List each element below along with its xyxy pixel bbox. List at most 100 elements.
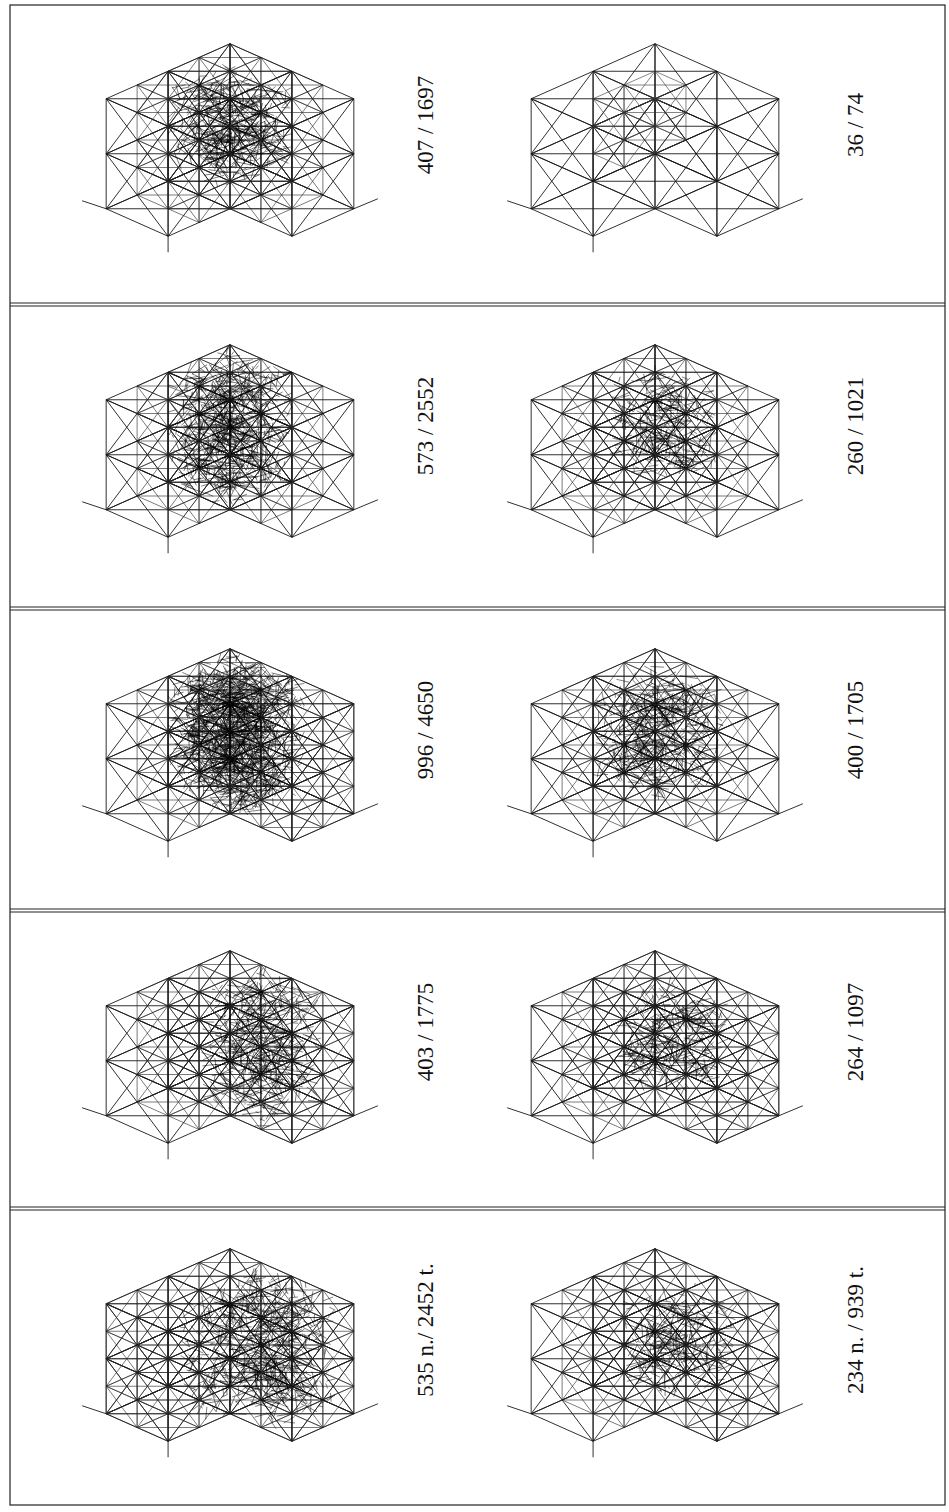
mesh-refinement bbox=[187, 90, 206, 93]
mesh-refinement bbox=[285, 393, 292, 396]
mesh-edge bbox=[292, 400, 323, 441]
mesh-refinement bbox=[266, 437, 276, 442]
mesh-edge bbox=[779, 199, 803, 209]
mesh-edge bbox=[261, 209, 292, 223]
mesh-edge bbox=[199, 209, 230, 223]
mesh-edge bbox=[82, 502, 106, 510]
mesh-edge bbox=[292, 510, 354, 538]
mesh-edge bbox=[593, 44, 655, 72]
mesh-edge bbox=[531, 71, 593, 99]
mesh-refinement bbox=[264, 431, 265, 435]
mesh-edge bbox=[82, 201, 106, 209]
mesh-edge bbox=[624, 71, 655, 112]
mesh-refinement bbox=[281, 107, 290, 108]
mesh-refinement bbox=[213, 71, 216, 77]
mesh-edge bbox=[655, 154, 717, 182]
mesh-refinement bbox=[270, 103, 271, 107]
mesh-refinement bbox=[285, 88, 291, 91]
mesh-edge bbox=[717, 126, 779, 209]
mesh-edge bbox=[593, 209, 655, 237]
mesh-refinement bbox=[246, 403, 249, 405]
mesh-refinement bbox=[192, 394, 212, 403]
mesh-refinement bbox=[175, 144, 179, 152]
mesh-refinement bbox=[235, 153, 237, 157]
mesh-edge bbox=[106, 510, 168, 538]
mesh-refinement bbox=[176, 441, 180, 451]
mesh-refinement bbox=[189, 139, 198, 143]
mesh-edge bbox=[230, 209, 261, 223]
mesh-refinement bbox=[203, 407, 204, 408]
mesh-edge bbox=[199, 44, 230, 85]
mesh-edge bbox=[137, 71, 168, 112]
mesh-refinement bbox=[206, 101, 224, 105]
mesh-edge bbox=[292, 209, 354, 237]
mesh-edge bbox=[168, 510, 199, 524]
mesh-refinement bbox=[284, 401, 286, 403]
mesh-drawings bbox=[82, 44, 803, 1458]
mesh-edge bbox=[137, 469, 168, 510]
mesh-refinement bbox=[232, 363, 233, 377]
mesh-refinement bbox=[172, 87, 181, 99]
mesh-refinement bbox=[227, 492, 232, 505]
mesh-refinement bbox=[235, 360, 252, 363]
mesh-edge bbox=[655, 71, 686, 112]
mesh-refinement bbox=[194, 403, 196, 406]
mesh-edge bbox=[531, 99, 593, 182]
mesh-edge bbox=[230, 510, 261, 524]
mesh-edge bbox=[354, 199, 378, 209]
mesh-edge bbox=[717, 71, 779, 154]
mesh-edge bbox=[261, 510, 292, 524]
mesh-edge bbox=[168, 359, 199, 373]
mesh-edge bbox=[168, 58, 199, 72]
mesh-edge bbox=[137, 99, 168, 140]
mesh-refinement bbox=[256, 157, 261, 161]
mesh-edge bbox=[199, 510, 230, 524]
mesh-edge bbox=[230, 44, 261, 85]
mesh-refinement bbox=[276, 452, 279, 461]
mesh-drawing bbox=[507, 44, 803, 253]
mesh-edge bbox=[292, 469, 323, 510]
mesh-edge bbox=[531, 126, 593, 209]
mesh-edge bbox=[292, 71, 323, 112]
mesh-refinement bbox=[227, 160, 228, 162]
mesh-edge bbox=[655, 209, 717, 237]
mesh-edge bbox=[717, 71, 779, 99]
mesh-refinement bbox=[269, 392, 283, 400]
mesh-refinement bbox=[255, 366, 258, 370]
mesh-refinement bbox=[168, 410, 175, 412]
mesh-refinement bbox=[184, 145, 186, 146]
mesh-refinement bbox=[180, 87, 189, 88]
mesh-refinement bbox=[206, 417, 211, 419]
mesh-refinement bbox=[228, 435, 254, 446]
mesh-edge bbox=[655, 44, 717, 72]
mesh-refinement bbox=[246, 464, 249, 468]
mesh-edge bbox=[261, 359, 292, 373]
mesh-refinement bbox=[190, 147, 198, 158]
mesh-edge bbox=[168, 209, 199, 223]
mesh-edge bbox=[717, 99, 779, 182]
mesh-refinement bbox=[193, 467, 194, 470]
mesh-refinement bbox=[258, 124, 259, 125]
mesh-edge bbox=[261, 181, 292, 195]
mesh-refinement bbox=[205, 122, 206, 126]
mesh-refinement bbox=[224, 488, 229, 494]
mesh-refinement bbox=[211, 443, 215, 460]
mesh-edge bbox=[292, 168, 323, 209]
mesh-refinement bbox=[207, 367, 209, 372]
mesh-edge bbox=[655, 154, 717, 237]
mesh-drawing bbox=[82, 44, 378, 253]
mesh-edge bbox=[507, 201, 531, 209]
mesh-edge bbox=[292, 99, 323, 140]
mesh-edge bbox=[137, 168, 168, 209]
mesh-edge bbox=[717, 154, 779, 237]
mesh-edge bbox=[531, 209, 593, 237]
mesh-edge bbox=[137, 372, 168, 413]
mesh-edge bbox=[106, 209, 168, 237]
mesh-edge bbox=[168, 181, 199, 195]
mesh-edge bbox=[354, 500, 378, 510]
mesh-edge bbox=[261, 58, 292, 72]
mesh-edge bbox=[292, 372, 323, 413]
mesh-edge bbox=[531, 71, 593, 154]
mesh-edge bbox=[137, 400, 168, 441]
